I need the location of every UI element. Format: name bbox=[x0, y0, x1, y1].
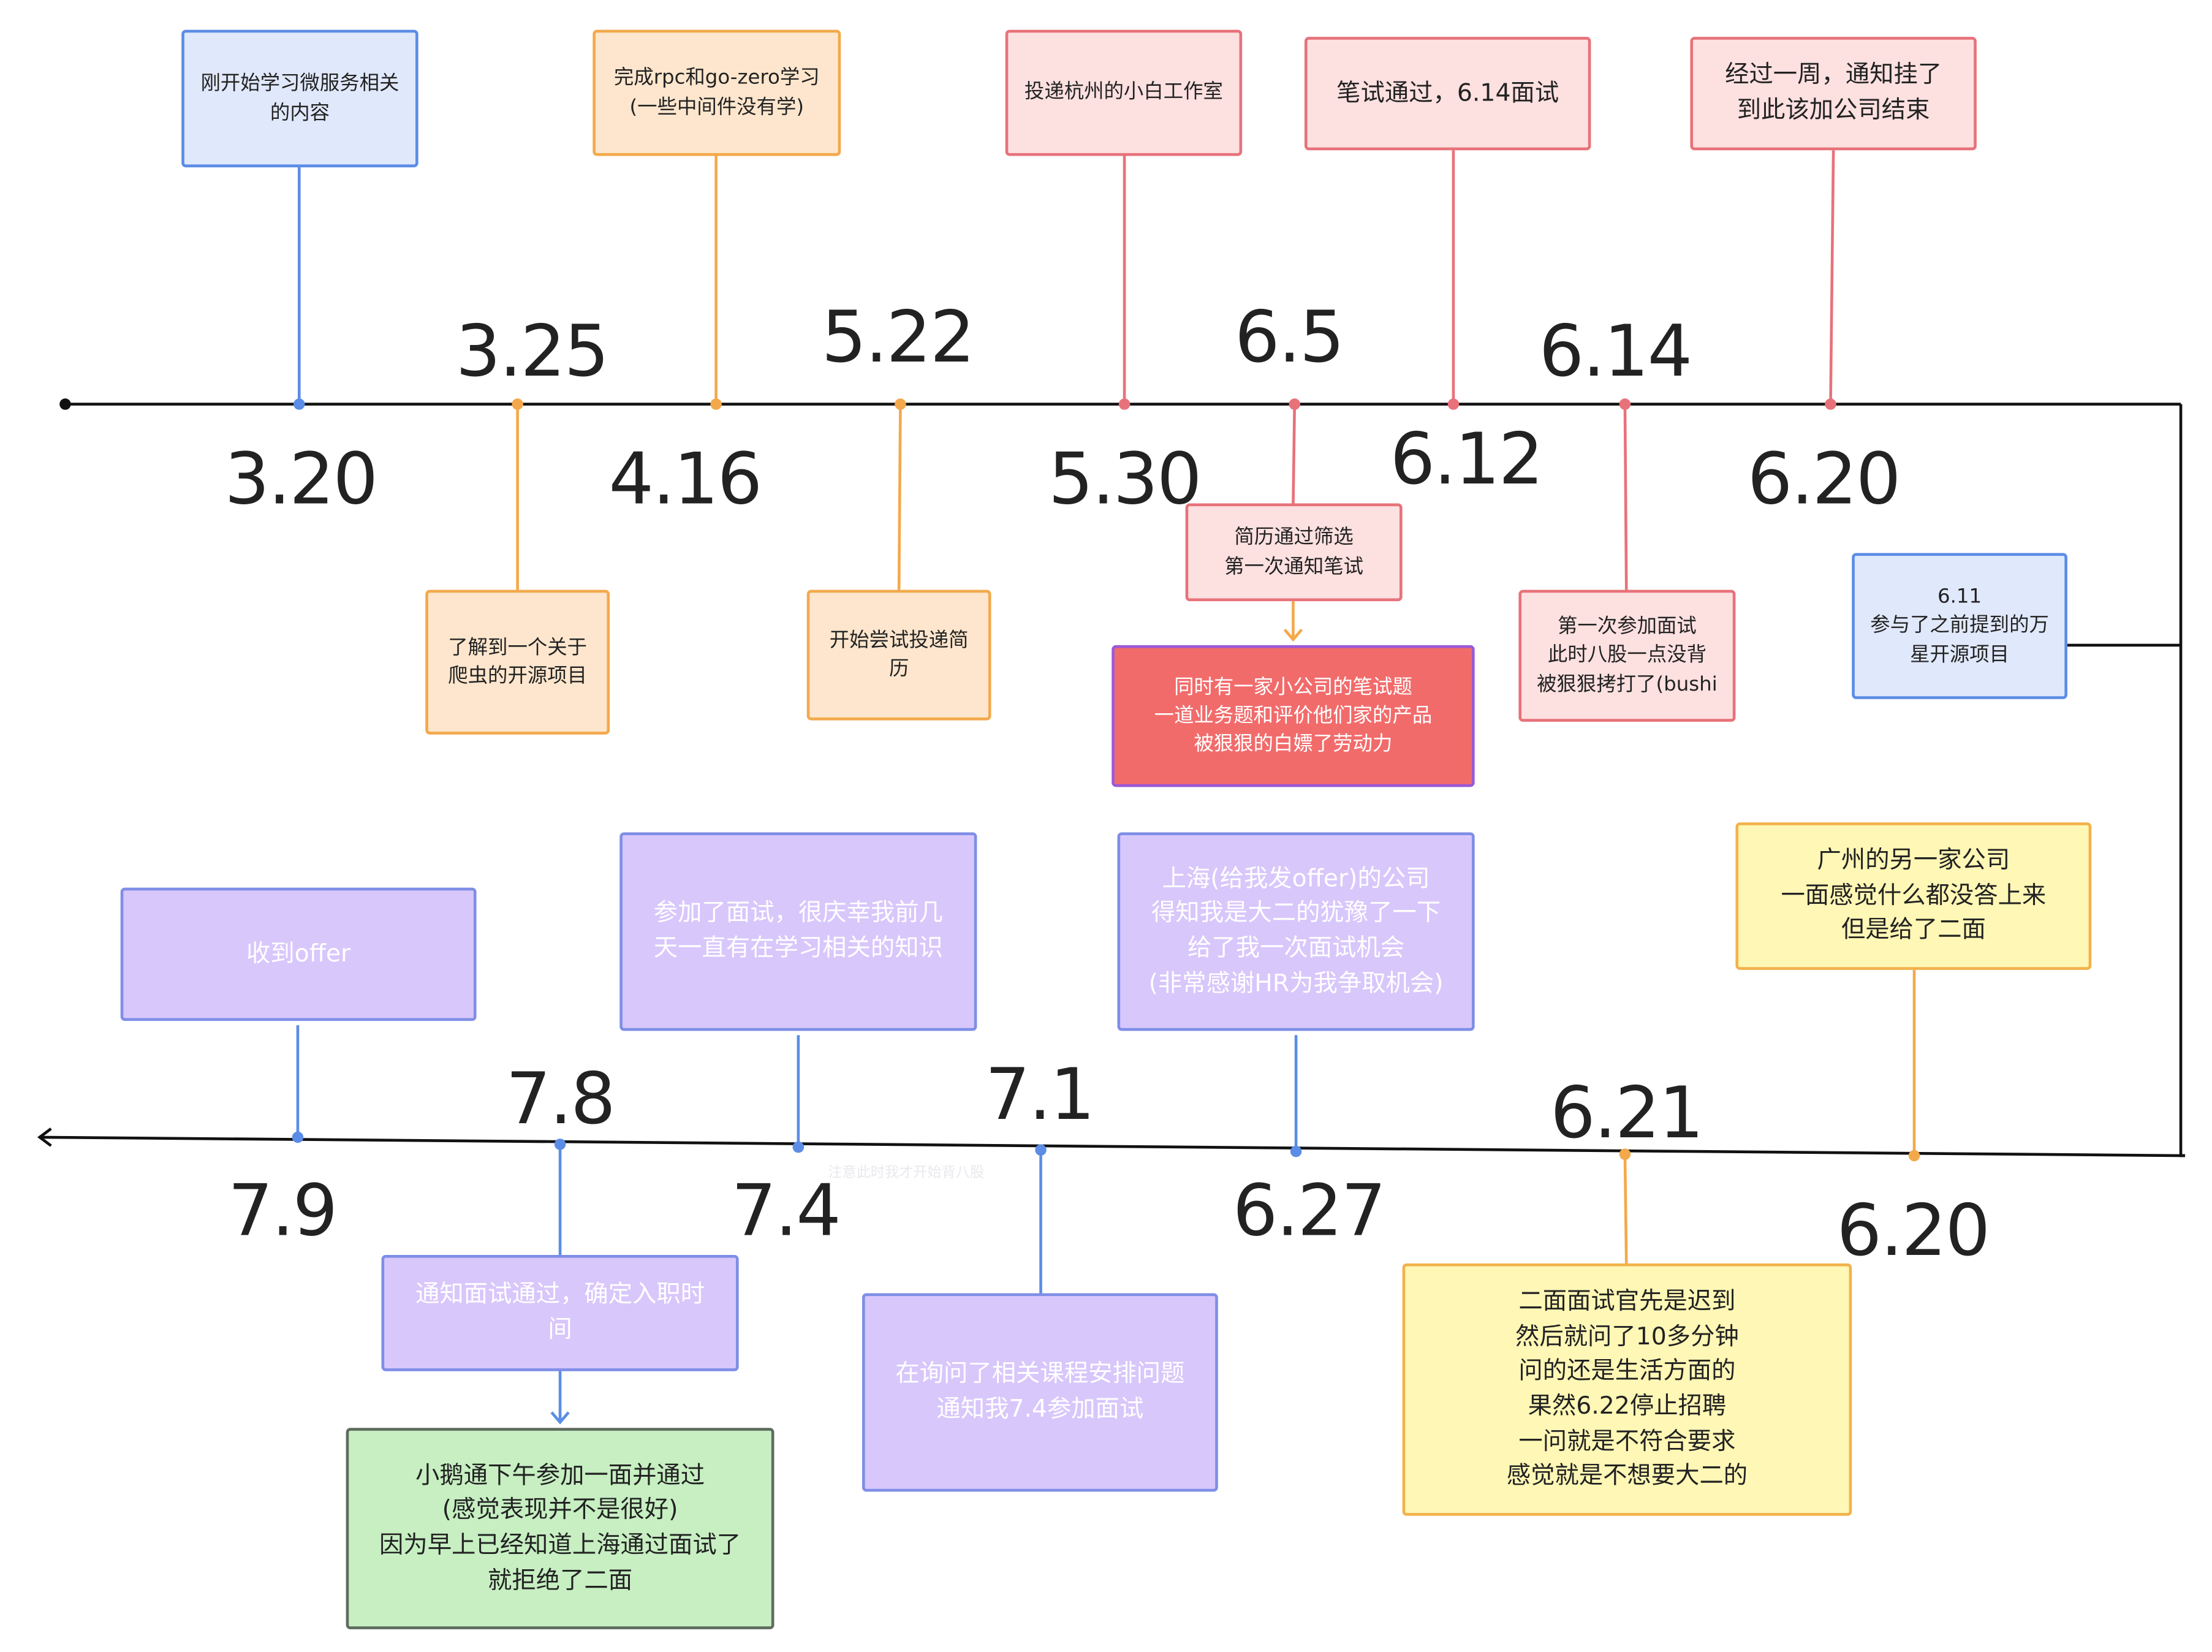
event-box-6-5: 简历通过筛选 第一次通知笔试 bbox=[1185, 503, 1403, 602]
event-text: 了解到一个关于 爬虫的开源项目 bbox=[448, 636, 588, 688]
date-label-6-20: 6.20 bbox=[1747, 438, 1901, 521]
event-box-6-12: 笔试通过，6.14面试 bbox=[1304, 37, 1591, 151]
date-label-6-27: 6.27 bbox=[1232, 1170, 1387, 1252]
event-box-7-8-xiaoetong: 小鹅通下午参加一面并通过 (感觉表现并不是很好) 因为早上已经知道上海通过面试了… bbox=[346, 1428, 775, 1629]
event-box-6-5-written-test: 同时有一家小公司的笔试题 一道业务题和评价他们家的产品 被狠狠的白嫖了劳动力 bbox=[1112, 645, 1475, 787]
date-label-7-1: 7.1 bbox=[985, 1053, 1095, 1136]
marker-dot bbox=[554, 1139, 566, 1150]
marker-dot bbox=[1289, 398, 1301, 410]
axis-start-dot bbox=[59, 398, 71, 410]
marker-dot bbox=[292, 1131, 304, 1143]
event-box-3-20: 刚开始学习微服务相关 的内容 bbox=[181, 29, 419, 168]
event-text: 开始尝试投递简 历 bbox=[829, 629, 969, 681]
event-box-6-27: 上海(给我发offer)的公司 得知我是大二的犹豫了一下 给了我一次面试机会 (… bbox=[1117, 832, 1475, 1031]
event-box-5-22: 开始尝试投递简 历 bbox=[806, 589, 991, 721]
date-label-7-8: 7.8 bbox=[506, 1058, 616, 1140]
event-box-3-25: 了解到一个关于 爬虫的开源项目 bbox=[425, 589, 610, 735]
event-box-7-8: 通知面试通过，确定入职时 间 bbox=[381, 1254, 739, 1371]
marker-dot bbox=[792, 1141, 805, 1153]
date-label-6-20-bottom: 6.20 bbox=[1836, 1189, 1991, 1272]
date-label-5-22: 5.22 bbox=[821, 296, 975, 379]
event-box-6-20: 经过一周，通知挂了 到此该加公司结束 bbox=[1690, 37, 1977, 151]
date-label-6-5: 6.5 bbox=[1234, 296, 1344, 379]
date-label-7-4: 7.4 bbox=[731, 1170, 841, 1252]
event-box-6-21: 二面面试官先是迟到 然后就问了10多分钟 问的还是生活方面的 果然6.22停止招… bbox=[1402, 1263, 1852, 1516]
event-text: 通知面试通过，确定入职时 间 bbox=[415, 1281, 705, 1344]
marker-dot bbox=[1035, 1144, 1047, 1156]
event-text: 参加了面试，很庆幸我前几 天一直有在学习相关的知识 bbox=[653, 899, 943, 963]
event-text: 同时有一家小公司的笔试题 一道业务题和评价他们家的产品 被狠狠的白嫖了劳动力 bbox=[1154, 675, 1433, 756]
date-label-3-20: 3.20 bbox=[224, 438, 378, 521]
date-label-6-14: 6.14 bbox=[1539, 310, 1693, 393]
marker-dot bbox=[1619, 398, 1631, 410]
marker-dot bbox=[294, 398, 305, 410]
event-box-6-20-guangzhou: 广州的另一家公司 一面感觉什么都没答上来 但是给了二面 bbox=[1735, 822, 2092, 970]
bottom-axis-arrow bbox=[37, 1127, 52, 1147]
marker-dot bbox=[710, 398, 722, 410]
marker-dot bbox=[1619, 1148, 1631, 1160]
event-text: 刚开始学习微服务相关 的内容 bbox=[200, 72, 400, 124]
event-text: 小鹅通下午参加一面并通过 (感觉表现并不是很好) 因为早上已经知道上海通过面试了… bbox=[379, 1461, 741, 1595]
event-text: 投递杭州的小白工作室 bbox=[1024, 81, 1223, 104]
event-note-7-4: 注意此时我才开始背八股 bbox=[824, 1159, 988, 1181]
event-text: 笔试通过，6.14面试 bbox=[1336, 78, 1559, 108]
return-path-line bbox=[2179, 404, 2186, 1158]
date-label-6-21: 6.21 bbox=[1550, 1072, 1704, 1154]
event-text: 6.11 参与了之前提到的万 星开源项目 bbox=[1870, 585, 2049, 666]
event-box-4-16: 完成rpc和go-zero学习 (一些中间件没有学) bbox=[593, 29, 841, 156]
event-box-7-1: 在询问了相关课程安排问题 通知我7.4参加面试 bbox=[862, 1293, 1218, 1492]
event-text: 经过一周，通知挂了 到此该加公司结束 bbox=[1725, 61, 1942, 125]
event-text: 第一次参加面试 此时八股一点没背 被狠狠拷打了(bushi bbox=[1537, 615, 1718, 696]
marker-dot bbox=[1908, 1150, 1920, 1162]
bottom-axis-line bbox=[39, 1135, 2186, 1158]
date-label-3-25: 3.25 bbox=[455, 310, 610, 393]
event-box-7-9: 收到offer bbox=[120, 887, 477, 1021]
event-box-7-4: 参加了面试，很庆幸我前几 天一直有在学习相关的知识 bbox=[619, 832, 977, 1031]
event-box-6-14: 第一次参加面试 此时八股一点没背 被狠狠拷打了(bushi bbox=[1518, 589, 1736, 722]
event-text: 简历通过筛选 第一次通知笔试 bbox=[1224, 526, 1364, 578]
date-label-7-9: 7.9 bbox=[227, 1170, 338, 1252]
marker-dot bbox=[512, 398, 523, 410]
date-label-6-12: 6.12 bbox=[1390, 418, 1544, 501]
date-label-5-30: 5.30 bbox=[1048, 438, 1202, 521]
marker-dot bbox=[1118, 398, 1131, 410]
event-text: 广州的另一家公司 一面感觉什么都没答上来 但是给了二面 bbox=[1781, 846, 2047, 945]
event-text: 在询问了相关课程安排问题 通知我7.4参加面试 bbox=[895, 1360, 1185, 1424]
event-text: 完成rpc和go-zero学习 (一些中间件没有学) bbox=[613, 67, 820, 119]
marker-dot bbox=[895, 398, 906, 410]
event-text: 收到offer bbox=[246, 939, 351, 968]
date-label-4-16: 4.16 bbox=[608, 438, 763, 521]
marker-dot bbox=[1825, 398, 1836, 410]
marker-dot bbox=[1447, 398, 1460, 410]
event-text: 上海(给我发offer)的公司 得知我是大二的犹豫了一下 给了我一次面试机会 (… bbox=[1148, 864, 1444, 998]
event-text: 二面面试官先是迟到 然后就问了10多分钟 问的还是生活方面的 果然6.22停止招… bbox=[1506, 1287, 1748, 1491]
event-box-5-30: 投递杭州的小白工作室 bbox=[1005, 29, 1243, 156]
marker-dot bbox=[1290, 1145, 1302, 1158]
event-box-6-11: 6.11 参与了之前提到的万 星开源项目 bbox=[1852, 553, 2067, 699]
